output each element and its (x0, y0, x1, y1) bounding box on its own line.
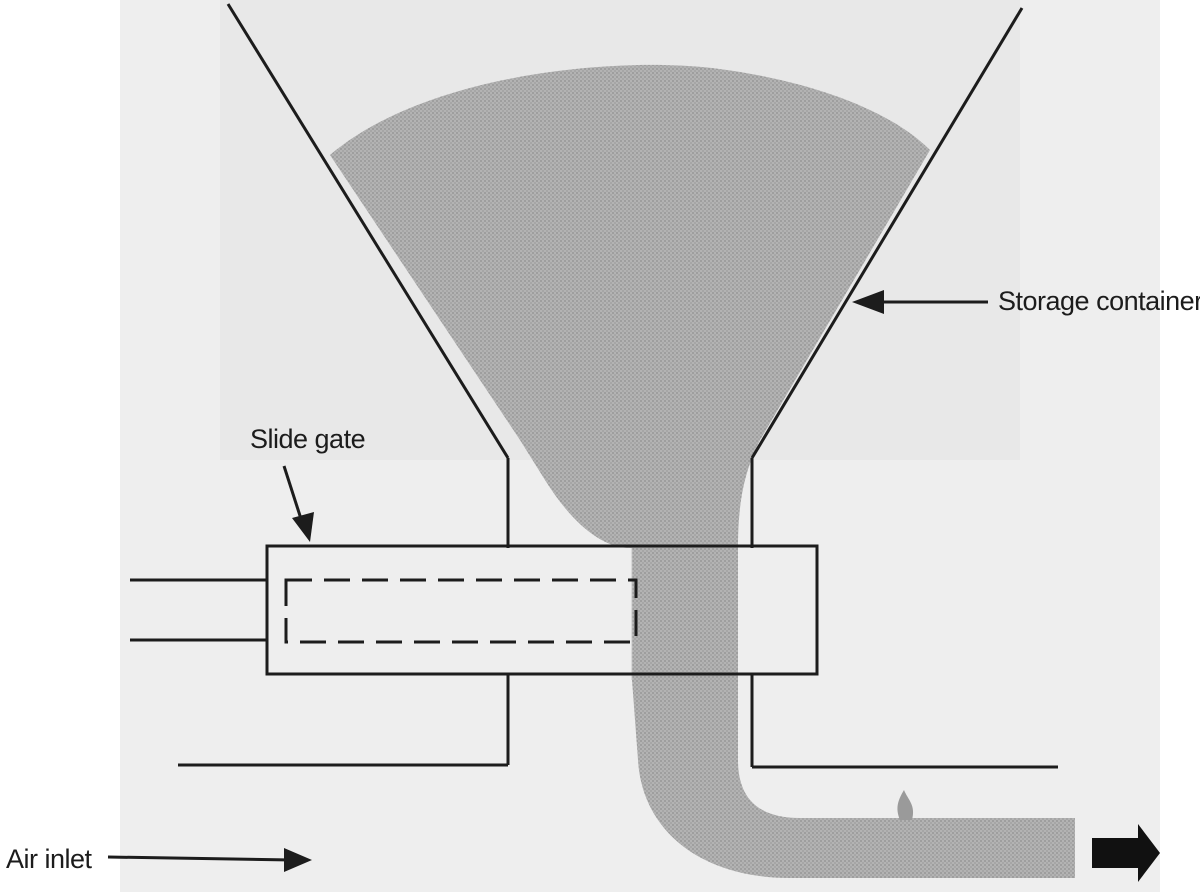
slide-gate-housing (265, 544, 819, 676)
slide-gate-label: Slide gate (250, 424, 365, 454)
outlet-arrow-icon (1092, 824, 1160, 882)
flow-mark (897, 790, 914, 820)
storage-container-label: Storage container (998, 286, 1200, 316)
hopper-right-wall (750, 7, 1024, 459)
material-stream (630, 548, 1075, 878)
air-inlet-label: Air inlet (6, 844, 93, 874)
storage-container-arrow-icon (852, 290, 884, 314)
air-inlet-arrow-icon (284, 848, 312, 872)
slide-gate-arrow-line (282, 465, 304, 523)
hopper-left-wall (226, 3, 510, 459)
slide-gate-plate (284, 578, 638, 644)
hopper-material (330, 64, 930, 548)
slide-gate-arrow-icon (292, 512, 314, 542)
air-inlet-arrow-line (107, 855, 293, 862)
